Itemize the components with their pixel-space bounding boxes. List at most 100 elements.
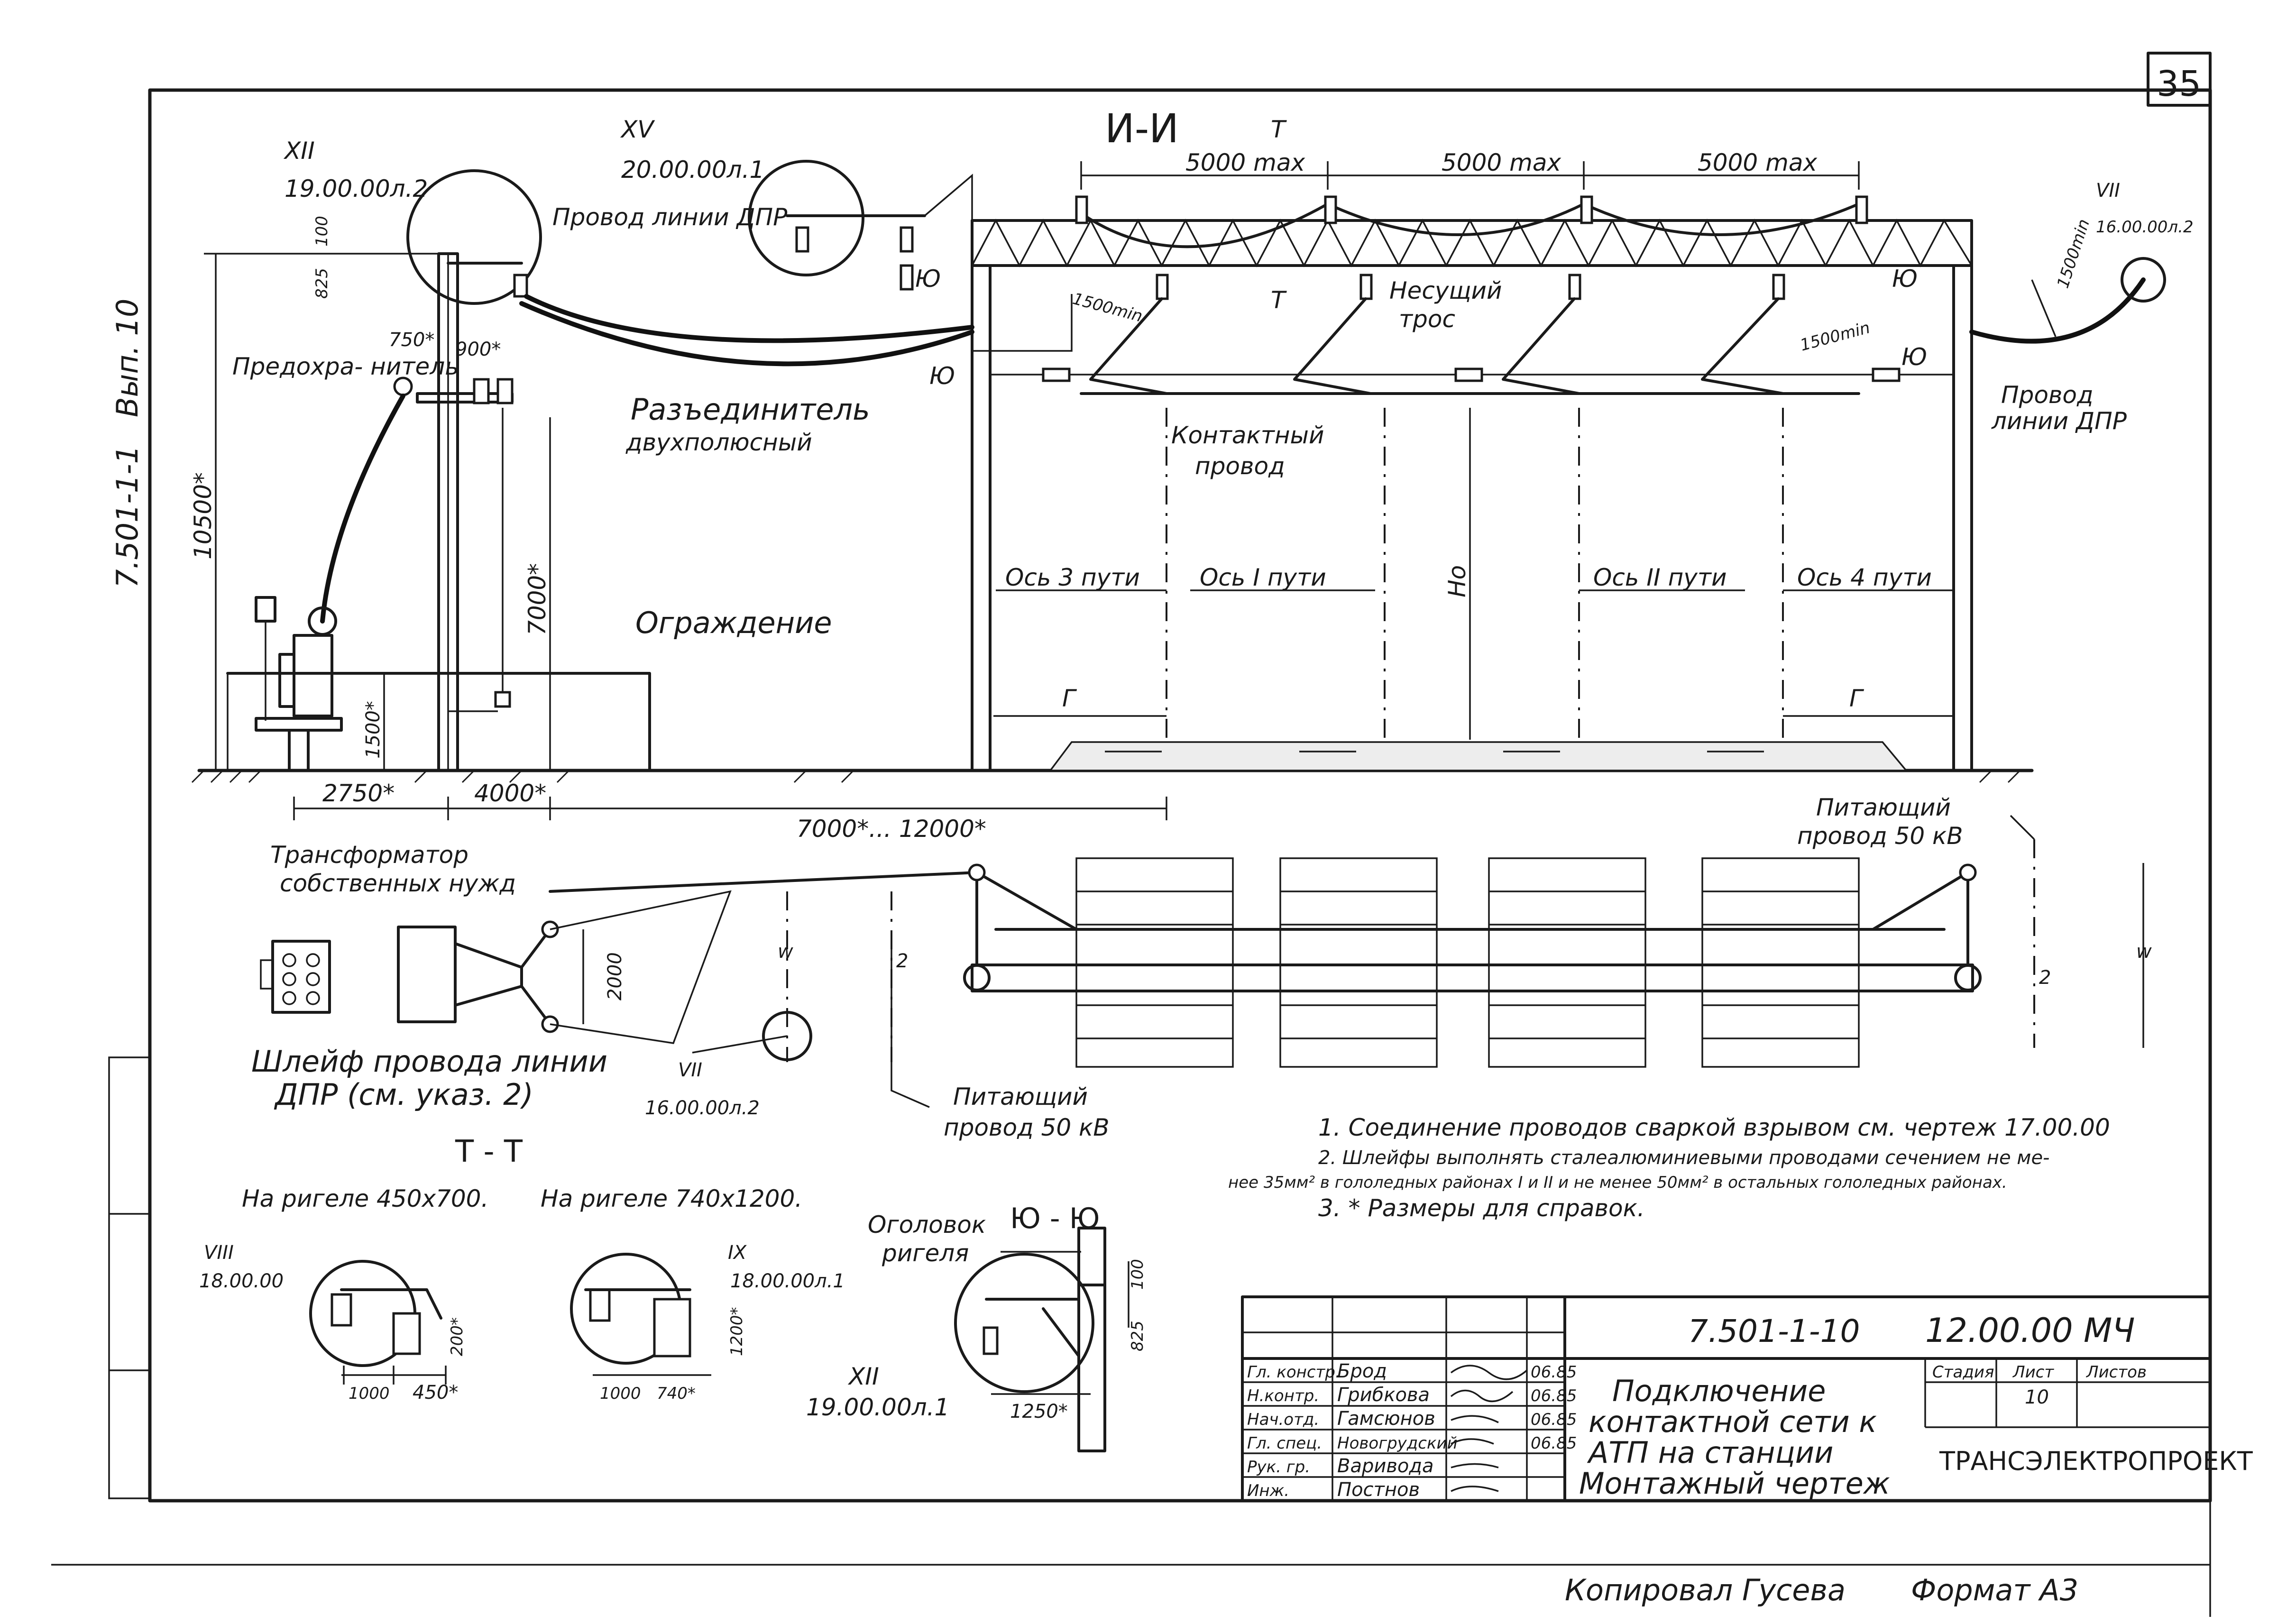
label-feeder-right-1: Питающий (1816, 794, 1951, 821)
axis-3-label: Ось 3 пути (1005, 564, 1140, 591)
tb-role-5: Инж. (1247, 1481, 1289, 1500)
ref-xv-code: 20.00.00л.1 (621, 156, 764, 184)
plan-view (260, 815, 2144, 1108)
doc-code: 7.501-1-10 (1688, 1313, 1860, 1349)
gauge-left-label: Г (1062, 685, 1077, 712)
title-block (1241, 1295, 2212, 1502)
label-fence: Ограждение (635, 606, 832, 640)
axis-1-label: Ось I пути (1200, 564, 1326, 591)
dim-750: 750* (389, 329, 434, 351)
ref-vii-code-top: 16.00.00л.2 (2096, 218, 2194, 237)
mark-yu-right: Ю (1892, 265, 1918, 293)
ref-vii-num-plan: VII (678, 1059, 702, 1081)
title-line-3: АТП на станции (1587, 1435, 1833, 1470)
dim-1200: 1200* (727, 1307, 746, 1356)
label-feeder-right-2: провод 50 кВ (1797, 822, 1963, 850)
dim-450: 450* (413, 1382, 458, 1404)
dim-1250-detail: 1250* (1010, 1401, 1068, 1422)
label-loop-2: ДПР (см. указ. 2) (274, 1077, 533, 1112)
dim-100-detail: 100 (1128, 1259, 1147, 1290)
ref-viii-num: VIII (204, 1242, 234, 1264)
mark-w-left: w (778, 941, 793, 963)
label-transformer-2: собственных нужд (280, 870, 516, 897)
footer-format: Формат А3 (1911, 1573, 2078, 1607)
dim-height-mast: 7000* (523, 563, 551, 635)
axis-2-label: Ось II пути (1593, 564, 1727, 591)
title-line-2: контактной сети к (1589, 1404, 1877, 1439)
mark-yu-right-2: Ю (1901, 343, 1927, 371)
gauge-right-label: Г (1849, 685, 1864, 712)
axis-4-label: Ось 4 пути (1797, 564, 1932, 591)
ref-viii-code: 18.00.00 (199, 1270, 284, 1292)
span-1-label: 5000 max (1185, 149, 1305, 176)
ref-xii-code-detail: 19.00.00л.1 (806, 1394, 949, 1421)
dim-1000-b: 1000 (600, 1384, 641, 1403)
mark-2-right: 2 (2039, 967, 2051, 989)
tb-date-0: 06.85 (1531, 1363, 1577, 1382)
dim-1500-sag-right: 1500min (1798, 318, 1872, 355)
title-line-1: Подключение (1612, 1374, 1826, 1408)
label-carrier-2: трос (1399, 305, 1455, 333)
tb-name-3: Новогрудский (1337, 1434, 1458, 1453)
label-disconnector-1: Разъединитель (631, 392, 870, 427)
ref-ix-num: IX (728, 1242, 747, 1264)
dim-1000-a: 1000 (349, 1384, 390, 1403)
section-ii (191, 160, 2166, 820)
side-code: 7.501-1-1 (110, 445, 145, 588)
tb-name-1: Грибкова (1337, 1384, 1430, 1406)
side-issue: Вып. 10 (110, 299, 145, 417)
dim-900: 900* (455, 339, 501, 360)
detail-yuyu (954, 1227, 1130, 1452)
ref-xii-num: XII (283, 137, 315, 165)
label-contact-2: провод (1195, 452, 1285, 480)
label-transformer-1: Трансформатор (270, 841, 468, 869)
mark-w-right: w (2136, 941, 2152, 963)
span-3-label: 5000 max (1698, 149, 1817, 176)
tb-role-2: Нач.отд. (1247, 1410, 1319, 1429)
footer-copied: Копировал Гусева (1565, 1573, 1846, 1607)
sheet-value: 10 (2025, 1386, 2049, 1408)
dim-height-total: 10500* (189, 472, 217, 560)
label-fuse: Предохра- нитель (232, 353, 459, 380)
dim-1500-sag-left: 1500min (1071, 289, 1145, 326)
dim-2000: 2000 (604, 952, 626, 1000)
dim-4000: 4000* (474, 780, 546, 807)
mark-yu-left-2: Ю (915, 265, 941, 293)
ref-xv-num: XV (620, 116, 655, 143)
sheet-label: Лист (2012, 1363, 2054, 1382)
dim-740: 740* (657, 1384, 696, 1403)
label-wire-dpr-right-1: Провод (2001, 381, 2094, 409)
mark-t: Т (1271, 286, 1287, 314)
label-feeder-left-2: провод 50 кВ (944, 1114, 1110, 1141)
label-wire-dpr-right-2: линии ДПР (1991, 407, 2127, 435)
tb-name-2: Гамсюнов (1337, 1408, 1435, 1430)
sheet-code: 12.00.00 МЧ (1925, 1311, 2135, 1350)
dim-1500-right: 1500min (2054, 217, 2094, 291)
sheets-label: Листов (2085, 1363, 2147, 1382)
detail-yuyu-title: Ю - Ю (1010, 1202, 1100, 1235)
dim-100: 100 (312, 216, 331, 247)
label-disconnector-2: двухполюсный (625, 429, 812, 456)
ref-xii-code: 19.00.00л.2 (285, 175, 428, 202)
cut-mark-t: Т (1271, 116, 1287, 143)
tb-date-1: 06.85 (1531, 1386, 1577, 1405)
detail-tt (309, 1253, 711, 1385)
tb-name-0: Брод (1337, 1360, 1387, 1382)
label-wire-dpr: Провод линии ДПР (552, 203, 788, 231)
tb-date-3: 06.85 (1531, 1434, 1577, 1453)
detail-tt-caption-2: На ригеле 740х1200. (541, 1185, 802, 1212)
mark-2-left: 2 (896, 950, 908, 972)
ref-xii-num-detail: XII (847, 1363, 879, 1390)
sheet-number: 35 (2157, 64, 2201, 104)
detail-tt-title: Т - Т (455, 1134, 523, 1169)
label-ho: Но (1443, 565, 1471, 597)
ref-ix-code: 18.00.00л.1 (730, 1270, 845, 1292)
note-2a: 2. Шлейфы выполнять сталеалюминиевыми пр… (1318, 1147, 2049, 1169)
dim-825: 825 (312, 268, 331, 299)
span-2-label: 5000 max (1442, 149, 1561, 176)
dim-825-detail: 825 (1128, 1321, 1147, 1351)
mark-yu-left: Ю (929, 362, 955, 390)
tb-role-4: Рук. гр. (1247, 1458, 1310, 1477)
dim-200: 200* (448, 1317, 467, 1356)
